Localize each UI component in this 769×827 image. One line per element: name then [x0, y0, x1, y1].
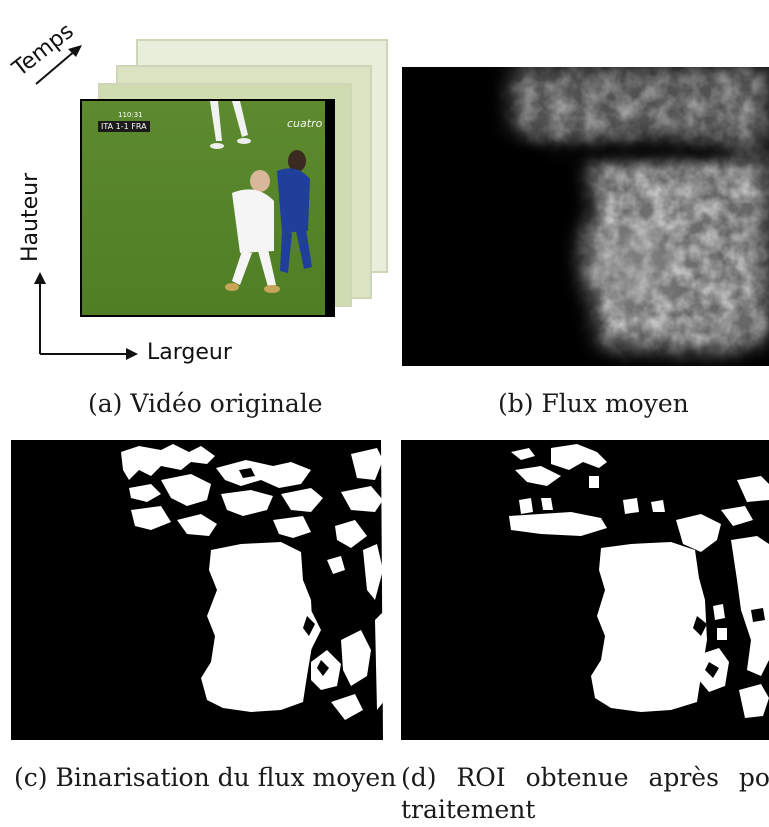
- binary-flow-image: [11, 440, 386, 740]
- caption-d-line1: (d) ROI obtenue après post-: [401, 763, 769, 792]
- football-scene-image: [82, 101, 333, 315]
- caption-c: (c) Binarisation du flux moyen: [14, 763, 397, 792]
- caption-b: (b) Flux moyen: [498, 389, 689, 418]
- match-clock: 110:31: [118, 111, 143, 119]
- team-right-label: FRA: [131, 122, 147, 131]
- axis-label-height: Hauteur: [18, 172, 43, 262]
- time-arrow-icon: [35, 45, 82, 85]
- caption-d-line2: traitement: [401, 795, 536, 824]
- roi-image: [401, 440, 769, 740]
- axes-arrows-icon: [34, 272, 138, 360]
- video-frame-front: ITA 1-1 FRA 110:31 cuatro: [80, 99, 335, 317]
- caption-a: (a) Vidéo originale: [88, 389, 323, 418]
- mean-flow-image: [402, 67, 769, 366]
- axis-label-width: Largeur: [147, 340, 232, 365]
- scoreboard: ITA 1-1 FRA: [98, 121, 150, 132]
- channel-logo: cuatro: [287, 117, 323, 130]
- score-label: 1-1: [115, 122, 129, 131]
- team-left-label: ITA: [101, 122, 114, 131]
